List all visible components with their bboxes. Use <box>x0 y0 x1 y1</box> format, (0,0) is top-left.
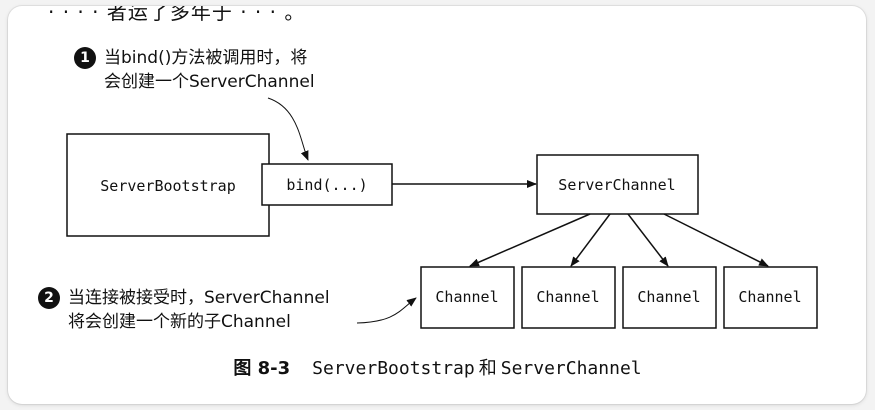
annotation-2-line-1: 2 当连接被接受时，ServerChannel <box>38 286 330 310</box>
annotation-1-line-2: 会创建一个ServerChannel <box>74 70 315 94</box>
channel-box-4 <box>723 266 818 329</box>
server-channel-label: ServerChannel <box>558 176 675 194</box>
callout-2-leader <box>356 297 417 324</box>
annotation-1: 1 当bind()方法被调用时，将 会创建一个ServerChannel <box>74 46 315 94</box>
bind-box <box>261 163 393 206</box>
caption-conjunction: 和 <box>478 358 497 379</box>
caption-part-2: ServerChannel <box>500 358 642 379</box>
serverchannel-to-channel-arrow-4 <box>663 213 769 267</box>
server-bootstrap-label: ServerBootstrap <box>100 177 235 195</box>
channel-label-4: Channel <box>738 288 801 306</box>
annotation-2-number: 2 <box>38 287 60 309</box>
annotation-1-number: 1 <box>74 47 96 69</box>
caption-part-1: ServerBootstrap <box>312 358 475 379</box>
annotation-2: 2 当连接被接受时，ServerChannel 将会创建一个新的子Channel <box>38 286 330 334</box>
annotation-1-text-2: 会创建一个ServerChannel <box>104 72 315 92</box>
figure-number: 图 8-3 <box>233 358 291 379</box>
channel-box-3 <box>622 266 717 329</box>
channel-label-3: Channel <box>637 288 700 306</box>
annotation-1-line-1: 1 当bind()方法被调用时，将 <box>74 46 315 70</box>
server-channel-box <box>536 154 699 215</box>
annotation-2-text-2: 将会创建一个新的子Channel <box>68 312 291 332</box>
channel-label-2: Channel <box>536 288 599 306</box>
annotation-2-line-2: 将会创建一个新的子Channel <box>38 310 330 334</box>
annotation-1-text-1: 当bind()方法被调用时，将 <box>104 48 308 68</box>
serverchannel-to-channel-arrow-3 <box>627 213 669 267</box>
bind-label: bind(...) <box>286 176 367 194</box>
annotation-2-text-1: 当连接被接受时，ServerChannel <box>68 288 330 308</box>
channel-box-2 <box>521 266 616 329</box>
channel-box-1 <box>420 266 515 329</box>
callout-1-leader <box>267 97 309 161</box>
serverchannel-to-channel-arrow-2 <box>570 213 611 267</box>
serverchannel-to-channel-arrow-1 <box>469 213 591 267</box>
channel-label-1: Channel <box>435 288 498 306</box>
